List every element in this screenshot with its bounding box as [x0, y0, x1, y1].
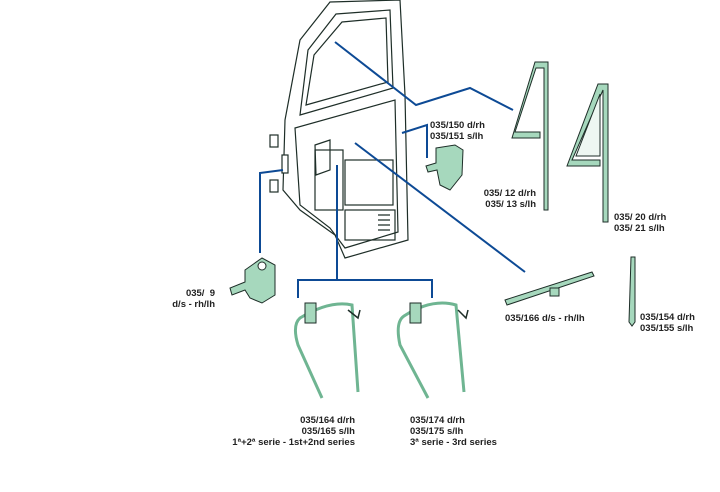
part-number: d/s - rh/lh — [172, 299, 215, 310]
label-vent-glass: 035/ 20 d/rh 035/ 21 s/lh — [614, 212, 666, 234]
series-note: 1ª+2ª serie - 1st+2nd series — [232, 437, 355, 448]
label-hinge: 035/ 9 d/s - rh/lh — [172, 288, 215, 310]
label-rod: 035/154 d/rh 035/155 s/lh — [640, 312, 695, 334]
part-number: 035/175 s/lh — [410, 426, 464, 437]
door-shell — [269, 0, 409, 259]
window-regulator-b — [396, 301, 469, 399]
door-hinge — [229, 257, 276, 304]
part-number: 035/150 d/rh — [430, 120, 485, 131]
part-number: 035/ 21 s/lh — [614, 223, 665, 234]
label-vent-frame: 035/ 12 d/rh 035/ 13 s/lh — [484, 188, 536, 210]
door-lock — [425, 144, 464, 191]
series-note: 3ª serie - 3rd series — [410, 437, 497, 448]
part-number: 035/155 s/lh — [640, 323, 694, 334]
vent-window-frame — [511, 61, 549, 211]
part-number: 035/ 13 s/lh — [485, 199, 536, 210]
label-regulator-b: 035/174 d/rh 035/175 s/lh 3ª serie - 3rd… — [410, 415, 497, 448]
part-number: 035/151 s/lh — [430, 131, 484, 142]
window-rod — [628, 256, 636, 327]
label-lock: 035/150 d/rh 035/151 s/lh — [430, 120, 485, 142]
part-number: 035/165 s/lh — [301, 426, 355, 437]
part-number: 035/154 d/rh — [640, 312, 695, 323]
part-number: 035/164 d/rh — [300, 415, 355, 426]
part-number: 035/ 9 — [185, 288, 215, 299]
part-number: 035/174 d/rh — [410, 415, 465, 426]
label-channel: 035/166 d/s - rh/lh — [505, 313, 585, 324]
vent-window-glass — [566, 83, 609, 223]
part-number: 035/ 12 d/rh — [483, 188, 536, 199]
part-number: 035/ 20 d/rh — [614, 212, 667, 223]
window-channel — [504, 271, 595, 306]
leader-lines — [259, 41, 526, 298]
window-regulator-a — [293, 302, 361, 399]
part-number: 035/166 d/s - rh/lh — [505, 313, 585, 324]
label-regulator-a: 035/164 d/rh 035/165 s/lh 1ª+2ª serie - … — [232, 415, 355, 448]
